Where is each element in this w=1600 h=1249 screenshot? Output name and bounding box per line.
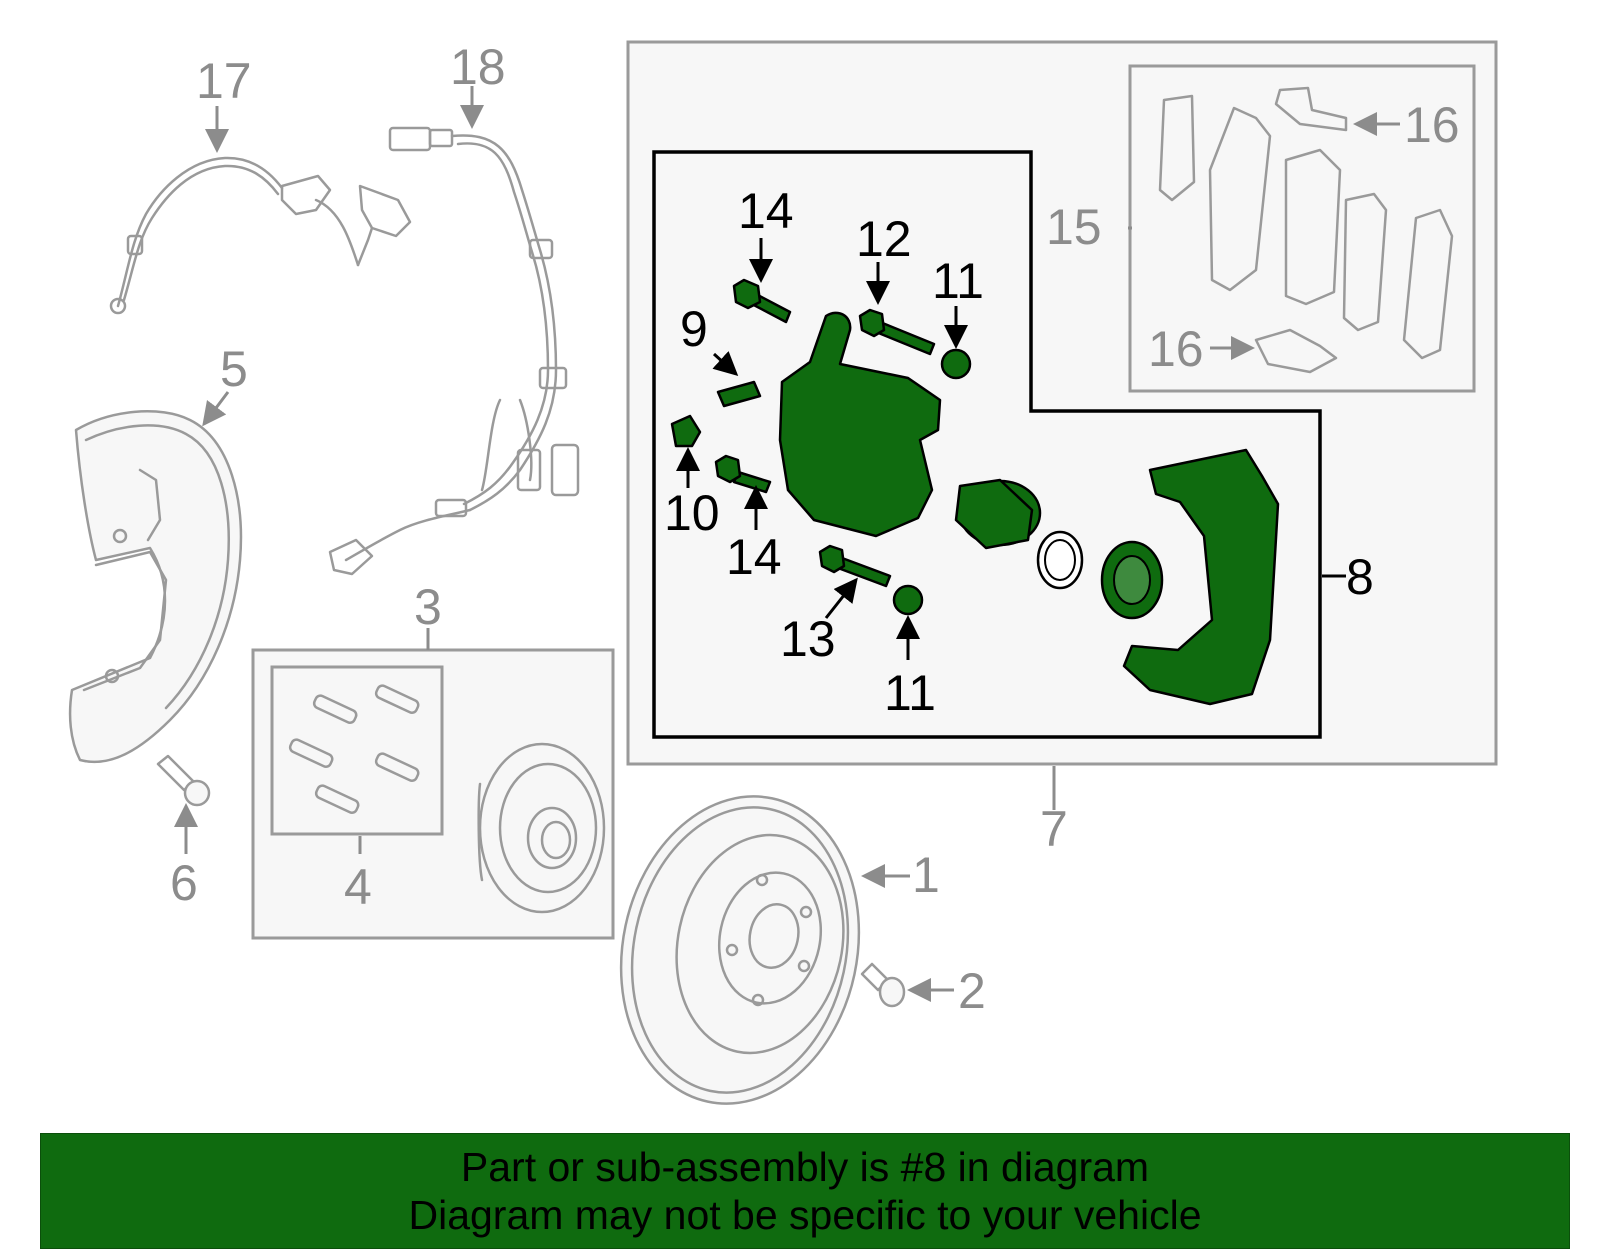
callout-2: 2 <box>958 963 986 1019</box>
dust-shield-5 <box>68 410 243 764</box>
callouts: 17 18 5 6 3 4 1 2 7 15 16 16 14 12 11 9 … <box>170 39 1460 1019</box>
callout-4: 4 <box>344 859 372 915</box>
banner-line-2: Diagram may not be specific to your vehi… <box>408 1192 1202 1238</box>
callout-14-top: 14 <box>738 183 794 239</box>
callout-16-top: 16 <box>1404 97 1460 153</box>
callout-11-bottom: 11 <box>884 665 936 721</box>
brake-hose-17 <box>109 156 412 315</box>
caliper-8-highlight <box>670 278 1280 706</box>
callout-1: 1 <box>912 847 940 903</box>
callout-3: 3 <box>414 579 442 635</box>
rotor-screw-2 <box>860 962 906 1008</box>
callout-7: 7 <box>1040 801 1068 857</box>
callout-12: 12 <box>856 211 912 267</box>
callout-11-top: 11 <box>932 253 984 309</box>
callout-8: 8 <box>1346 549 1374 605</box>
wheel-hub-3 <box>477 742 606 914</box>
brake-rotor-1 <box>619 795 861 1105</box>
callout-9: 9 <box>680 301 708 357</box>
callout-16-bottom: 16 <box>1148 321 1204 377</box>
banner-line-1: Part or sub-assembly is #8 in diagram <box>460 1144 1150 1190</box>
callout-5: 5 <box>220 341 248 397</box>
callout-15: 15 <box>1046 199 1102 255</box>
info-banner: Part or sub-assembly is #8 in diagram Di… <box>40 1133 1570 1249</box>
bolt-6 <box>156 754 211 807</box>
callout-6: 6 <box>170 855 198 911</box>
callout-17: 17 <box>196 53 252 109</box>
brake-pads-15 <box>1158 86 1454 374</box>
callout-10: 10 <box>664 485 720 541</box>
callout-18: 18 <box>450 39 506 95</box>
callout-13: 13 <box>780 611 836 667</box>
abs-sensor-18 <box>328 126 580 576</box>
callout-14-bottom: 14 <box>726 529 782 585</box>
wheel-studs-4 <box>288 684 420 814</box>
leader-lines <box>174 86 1400 1002</box>
